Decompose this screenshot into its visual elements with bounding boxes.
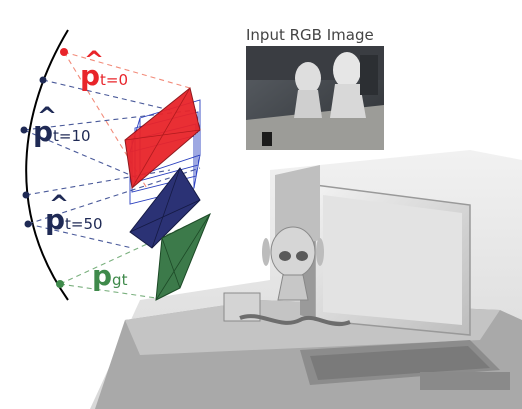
pose-point-t10 [20,126,28,134]
pose-point-t50 [24,220,32,228]
pose-point-gt [56,280,64,288]
pose-label-t10: pt=10 [33,104,91,146]
scene-reconstruction [90,150,522,409]
input-rgb-image [246,46,384,150]
pose-label-gt: pgt [92,259,128,292]
input-image-title: Input RGB Image [246,26,374,44]
pose-point [22,191,30,199]
pose-point [39,76,47,84]
pose-t0-frustum [124,87,201,189]
pose-label-t50: pt=50 [45,192,103,234]
pose-point-t0 [60,48,68,56]
pose-label-t0: pt=0 [80,48,128,90]
head-bust [262,226,324,301]
trajectory-arc [25,29,69,301]
